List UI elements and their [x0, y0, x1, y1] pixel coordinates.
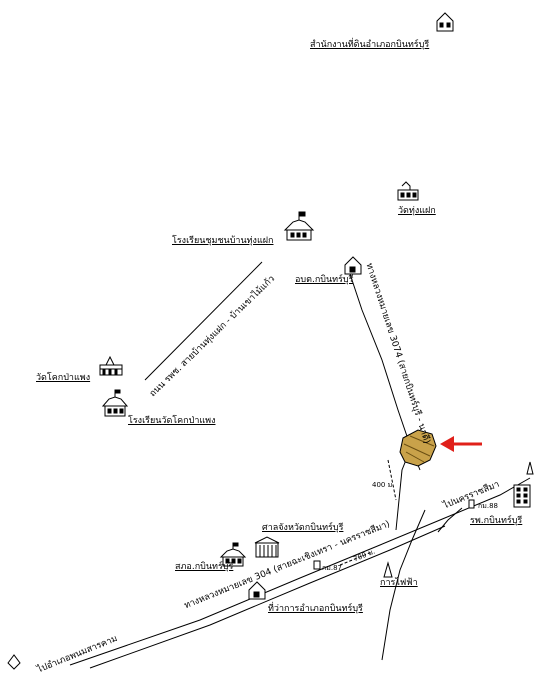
- side-road-1: [381, 509, 426, 661]
- highway-304-b: [89, 525, 446, 669]
- label-wat-thung-faek: วัดทุ่งแฝก: [398, 206, 436, 216]
- side-road-2: [395, 454, 409, 531]
- label-police: สภอ.กบินทร์บุรี: [175, 562, 234, 572]
- building-icon: [436, 12, 454, 32]
- label-hospital: รพ.กบินทร์บุรี: [470, 516, 523, 526]
- label-land-office: สำนักงานที่ดินอำเภอกบินทร์บุรี: [310, 40, 430, 50]
- school-icon: [283, 211, 315, 241]
- tree-icon: [7, 654, 21, 670]
- temple-icon: [99, 355, 123, 376]
- dim-400: [387, 459, 397, 501]
- temple-icon: [397, 181, 419, 201]
- label-electricity: การไฟฟ้า: [380, 578, 418, 588]
- label-km-88: กม.88: [478, 502, 498, 510]
- km-post-icon: [468, 499, 475, 509]
- label-km-87: กม.87: [322, 564, 342, 572]
- side-road-3: [437, 507, 463, 533]
- school-icon: [219, 542, 247, 567]
- building-icon: [344, 256, 362, 275]
- hospital-icon: [513, 484, 531, 508]
- label-dist-400: 400 ม.: [372, 481, 395, 489]
- building-icon: [248, 581, 266, 600]
- parcel-marker: [399, 429, 437, 467]
- label-school-khok-pa-phaeng: โรงเรียนวัดโคกป่าแพง: [128, 416, 216, 426]
- label-school-thung-faek: โรงเรียนชุมชนบ้านทุ่งแฝก: [172, 236, 274, 246]
- label-sao-office: อบต.กบินทร์บุรี: [295, 275, 354, 285]
- label-wat-khok-pa-phaeng: วัดโคกป่าแพง: [36, 373, 91, 383]
- dim-700: [339, 551, 373, 566]
- label-court: ศาลจังหวัดกบินทร์บุรี: [262, 523, 344, 533]
- km-post-icon: [313, 560, 321, 570]
- school-icon: [101, 389, 129, 417]
- court-icon: [254, 536, 280, 558]
- rural-road: [144, 261, 263, 381]
- highway-304: [69, 477, 531, 666]
- tree-icon: [526, 461, 534, 475]
- location-arrow-icon: [440, 436, 482, 452]
- tree-icon: [383, 561, 393, 578]
- label-district-office: ที่ว่าการอำเภอกบินทร์บุรี: [268, 604, 363, 614]
- road-lines: [69, 261, 531, 669]
